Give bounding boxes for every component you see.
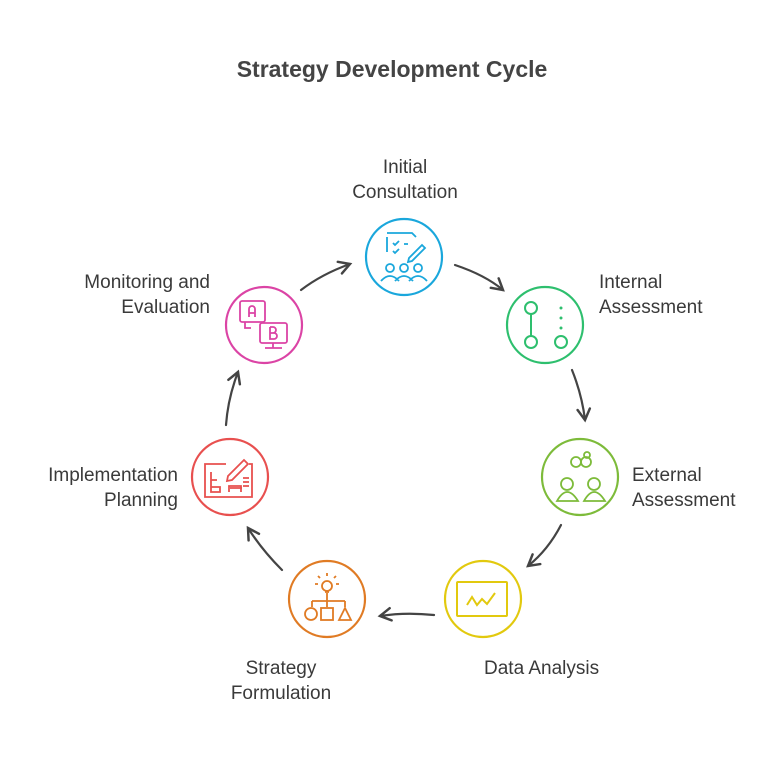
label-line: Assessment [599, 297, 703, 318]
step-label-strategy-formulation: Strategy Formulation [222, 656, 340, 706]
arrow-2 [570, 368, 592, 423]
label-line: Initial [382, 157, 428, 178]
people-exchange-icon [555, 451, 607, 502]
label-line: Planning [104, 490, 178, 511]
step-circle-strategy-formulation [287, 559, 367, 639]
idea-hierarchy-icon [304, 573, 353, 621]
ab-test-icon [239, 300, 288, 349]
step-label-monitoring-evaluation: Monitoring and Evaluation [50, 270, 210, 320]
arrow-5 [246, 525, 284, 572]
plan-pencil-icon [204, 458, 253, 498]
label-line: Data Analysis [484, 658, 600, 679]
arrow-7 [299, 260, 353, 292]
label-line: External [632, 465, 702, 486]
label-line: Monitoring and [84, 272, 210, 293]
step-circle-internal-assessment [505, 285, 585, 365]
label-line: Strategy [245, 658, 317, 679]
step-circle-implementation-planning [190, 437, 270, 517]
step-label-internal-assessment: Internal Assessment [599, 270, 702, 320]
label-line: Internal [599, 272, 663, 293]
label-line: Assessment [632, 490, 736, 511]
step-label-implementation-planning: Implementation Planning [20, 463, 178, 513]
arrow-1 [453, 263, 505, 292]
step-label-external-assessment: External Assessment [632, 463, 735, 513]
step-label-initial-consultation: Initial Consultation [345, 155, 465, 205]
step-circle-initial-consultation [364, 217, 444, 297]
diagram-title: Strategy Development Cycle [236, 56, 548, 82]
step-circle-monitoring-evaluation [224, 285, 304, 365]
label-line: Evaluation [121, 297, 210, 318]
step-circle-external-assessment [540, 437, 620, 517]
label-line: Implementation [48, 465, 178, 486]
step-label-data-analysis: Data Analysis [484, 656, 599, 681]
arrow-6 [224, 369, 242, 427]
label-line: Formulation [230, 683, 332, 704]
step-circle-data-analysis [443, 559, 523, 639]
flow-nodes-icon [524, 301, 568, 349]
arrow-3 [526, 523, 563, 568]
line-chart-icon [456, 581, 508, 617]
arrow-4 [377, 606, 436, 622]
checklist-team-icon [380, 232, 428, 282]
label-line: Consultation [352, 182, 458, 203]
